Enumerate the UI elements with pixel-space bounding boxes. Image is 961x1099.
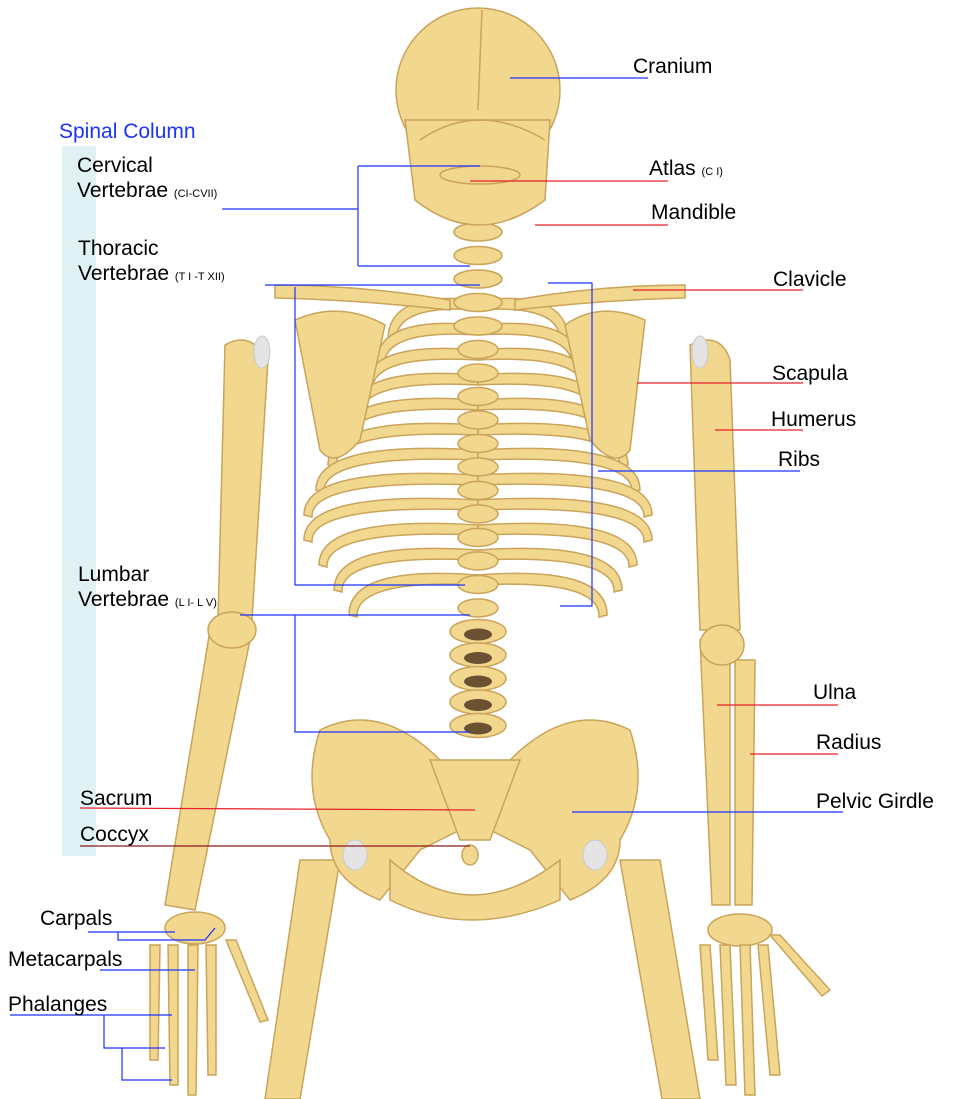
label-pelvic-girdle: Pelvic Girdle <box>816 790 934 813</box>
rib <box>303 497 479 543</box>
label-phalanges: Phalanges <box>8 993 108 1016</box>
label-atlas-note: (C I) <box>701 166 723 178</box>
skull <box>395 7 561 226</box>
vertebra <box>457 527 499 548</box>
label-clavicle: Clavicle <box>773 268 847 291</box>
scapulae <box>253 310 709 459</box>
clavicles <box>274 284 686 311</box>
label-lumbar-note: (L I- L V) <box>174 597 217 610</box>
label-mandible: Mandible <box>651 201 737 224</box>
label-atlas-text: Atlas <box>649 157 696 180</box>
rib <box>333 547 479 593</box>
vertebra <box>457 363 499 383</box>
label-cranium: Cranium <box>633 55 713 78</box>
label-metacarpals: Metacarpals <box>8 948 123 971</box>
vertebral-disc <box>464 699 492 711</box>
label-humerus: Humerus <box>771 408 857 431</box>
label-carpals: Carpals <box>40 907 113 930</box>
label-ulna: Ulna <box>813 681 857 704</box>
label-cervical-note: (CI-CVII) <box>173 188 218 201</box>
rib <box>477 472 653 518</box>
rib <box>477 522 638 568</box>
label-coccyx: Coccyx <box>80 823 149 846</box>
vertebral-disc <box>464 628 492 641</box>
label-atlas: Atlas (C I) <box>649 156 723 181</box>
rib <box>303 472 479 518</box>
vertebra <box>457 480 499 501</box>
vertebra <box>453 292 503 313</box>
label-lumbar-vertebrae: Lumbar Vertebrae (L I- L V) <box>78 562 217 612</box>
vertebral-disc <box>464 722 492 735</box>
rib <box>318 522 479 568</box>
hands <box>149 911 832 1096</box>
vertebra <box>457 339 499 360</box>
label-lumbar-line2: Vertebrae <box>78 588 170 612</box>
label-thoracic-line1: Thoracic <box>78 237 159 260</box>
vertebra <box>457 410 499 430</box>
vertebra <box>453 316 503 336</box>
label-radius: Radius <box>816 731 882 754</box>
rib <box>477 572 608 618</box>
vertebral-disc <box>464 675 492 688</box>
label-ribs: Ribs <box>778 448 821 471</box>
vertebra <box>453 269 503 289</box>
vertebra <box>457 457 499 477</box>
label-cervical-line2: Vertebrae <box>77 179 169 203</box>
rib <box>477 547 623 593</box>
label-cervical-line1: Cervical <box>77 154 153 177</box>
label-cervical-vertebrae: Cervical Vertebrae (CI-CVII) <box>77 153 217 203</box>
rib <box>477 497 653 543</box>
vertebral-disc <box>464 652 492 664</box>
vertebra <box>457 504 499 524</box>
leader-lines <box>10 77 843 1081</box>
spinal-column-title: Spinal Column <box>59 120 196 143</box>
label-thoracic-vertebrae: Thoracic Vertebrae (T I -T XII) <box>78 236 225 286</box>
vertebra <box>457 433 499 454</box>
vertebra <box>457 386 499 407</box>
vertebra <box>453 245 503 266</box>
pelvis <box>311 719 639 921</box>
label-thoracic-line2: Vertebrae <box>78 262 170 286</box>
label-scapula: Scapula <box>772 362 848 385</box>
label-lumbar-line1: Lumbar <box>78 563 150 586</box>
label-sacrum: Sacrum <box>80 787 153 810</box>
vertebra <box>457 598 499 618</box>
vertebra <box>457 551 499 571</box>
spinal-column-bar <box>62 146 96 856</box>
legs <box>264 859 701 1099</box>
label-thoracic-note: (T I -T XII) <box>174 271 225 284</box>
arms <box>164 339 756 911</box>
